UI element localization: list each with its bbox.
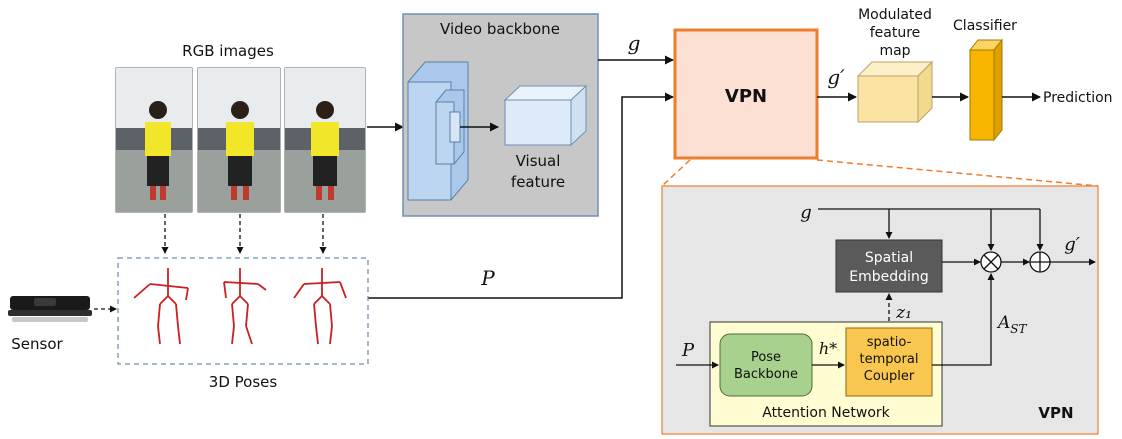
poses-box <box>117 257 369 365</box>
visual-feature-label-1: Visual <box>516 152 561 170</box>
pose-backbone-box <box>719 333 813 397</box>
pose-backbone-label-2: Backbone <box>734 367 798 382</box>
modulated-label-2: feature <box>870 25 921 41</box>
prediction-label: Prediction <box>1043 90 1113 106</box>
sensor-label: Sensor <box>11 335 63 353</box>
modulated-label-1: Modulated <box>858 7 932 23</box>
classifier-label: Classifier <box>953 18 1017 34</box>
pose-skeleton-1 <box>133 268 189 345</box>
g-symbol-main: g <box>628 31 641 55</box>
kinect-sensor-icon <box>8 296 92 322</box>
backbone-layers-icon <box>407 61 469 201</box>
p-symbol-main: P <box>480 266 495 290</box>
pose-skeleton-3 <box>293 268 347 345</box>
rgb-frame-2 <box>197 67 281 213</box>
rgb-frame-1 <box>115 67 193 213</box>
rgb-frame-3 <box>284 67 366 213</box>
attention-network-label: Attention Network <box>762 405 890 421</box>
p-symbol-detail: P <box>681 340 695 361</box>
pose-backbone-label-1: Pose <box>751 350 781 365</box>
spatial-embedding-label-1: Spatial <box>865 250 913 266</box>
visual-feature-cube <box>503 84 588 147</box>
g-prime-symbol-detail: g′ <box>1064 234 1080 255</box>
video-backbone-label: Video backbone <box>440 20 560 38</box>
vpn-detail-label: VPN <box>1038 404 1073 422</box>
vpn-detail-panel: g Spatial Embedding g′ z₁ Attention Netw… <box>661 185 1099 435</box>
vpn-main-label: VPN <box>725 86 767 107</box>
modulated-label-3: map <box>879 43 910 59</box>
ast-to-multiply-path <box>932 273 995 366</box>
coupler-box <box>845 327 933 397</box>
pose-skeleton-2 <box>223 268 267 345</box>
p-to-vpn-path <box>368 92 674 299</box>
ast-symbol: AST <box>996 313 1028 336</box>
classifier-block <box>968 38 1004 142</box>
coupler-label-1: spatio- <box>867 335 912 350</box>
visual-feature-label-2: feature <box>511 173 565 191</box>
h-star-symbol: h* <box>819 339 837 358</box>
vpn-module: VPN <box>673 28 819 160</box>
poses-label: 3D Poses <box>209 373 278 391</box>
g-symbol-detail: g <box>800 202 812 223</box>
add-operator-icon <box>1029 251 1051 273</box>
video-backbone-panel: Video backbone Visual feature <box>402 13 599 217</box>
coupler-label-2: temporal <box>860 352 919 367</box>
zoom-connector-left <box>661 159 691 187</box>
multiply-operator-icon <box>980 251 1002 273</box>
z1-symbol: z₁ <box>895 303 912 323</box>
coupler-label-3: Coupler <box>864 369 915 384</box>
spatial-embedding-label-2: Embedding <box>849 269 928 285</box>
modulated-feature-map-cube <box>856 60 934 124</box>
g-prime-symbol-main: g′ <box>827 65 845 89</box>
spatial-embedding-box <box>835 239 943 293</box>
zoom-connector-right <box>816 159 1099 187</box>
rgb-images-label: RGB images <box>182 42 274 60</box>
